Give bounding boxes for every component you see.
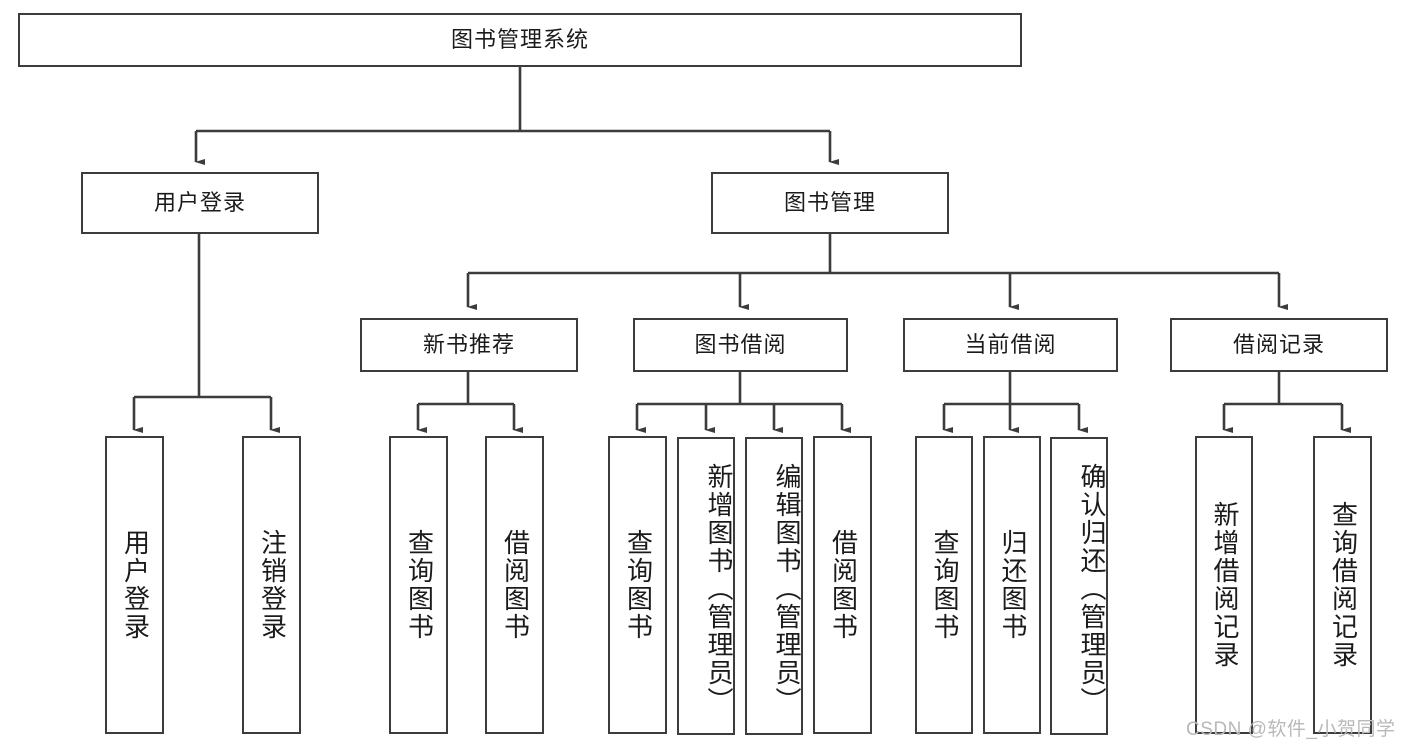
node-book-management[interactable]: 图书管理: [711, 172, 949, 234]
leaf-add-borrow-record[interactable]: 新增借阅记录: [1195, 436, 1253, 734]
leaf-query-book-recommendation[interactable]: 查询图书: [389, 436, 448, 734]
node-label: 查询借阅记录: [1328, 501, 1359, 669]
leaf-borrow-book[interactable]: 借阅图书: [813, 436, 872, 734]
leaf-user-login[interactable]: 用户登录: [105, 436, 164, 734]
leaf-confirm-return-admin[interactable]: 确认归还（管理员）: [1050, 437, 1108, 735]
leaf-query-book-current[interactable]: 查询图书: [915, 436, 973, 734]
leaf-edit-book-admin[interactable]: 编辑图书（管理员）: [745, 437, 803, 735]
node-label: 借阅图书: [500, 529, 531, 641]
node-label: 新书推荐: [422, 331, 515, 357]
node-borrow-record[interactable]: 借阅记录: [1170, 318, 1388, 372]
leaf-query-borrow-record[interactable]: 查询借阅记录: [1313, 436, 1372, 734]
leaf-query-book-borrow[interactable]: 查询图书: [608, 436, 667, 734]
node-label: 新增图书（管理员）: [704, 463, 734, 715]
node-current-borrow[interactable]: 当前借阅: [903, 318, 1118, 372]
node-label: 注销登录: [257, 529, 288, 641]
node-label: 图书管理系统: [450, 26, 589, 52]
node-label: 当前借阅: [964, 331, 1057, 357]
node-user-login[interactable]: 用户登录: [81, 172, 319, 234]
leaf-borrow-book-recommendation[interactable]: 借阅图书: [485, 436, 544, 734]
csdn-watermark: CSDN @软件_小贺同学: [1186, 719, 1396, 740]
node-label: 借阅记录: [1232, 331, 1325, 357]
leaf-add-book-admin[interactable]: 新增图书（管理员）: [677, 437, 735, 735]
node-label: 图书管理: [783, 189, 876, 215]
node-book-borrow[interactable]: 图书借阅: [633, 318, 848, 372]
node-label: 编辑图书（管理员）: [772, 463, 802, 715]
leaf-return-book[interactable]: 归还图书: [983, 436, 1041, 734]
node-label: 用户登录: [153, 189, 246, 215]
node-label: 归还图书: [997, 529, 1028, 641]
node-label: 确认归还（管理员）: [1077, 463, 1107, 715]
node-label: 借阅图书: [828, 529, 859, 641]
node-label: 查询图书: [404, 529, 435, 641]
node-root-book-management-system[interactable]: 图书管理系统: [18, 13, 1022, 67]
node-label: 图书借阅: [694, 331, 787, 357]
node-new-book-recommendation[interactable]: 新书推荐: [360, 318, 578, 372]
node-label: 用户登录: [120, 529, 151, 641]
leaf-logout[interactable]: 注销登录: [242, 436, 301, 734]
node-label: 查询图书: [929, 529, 960, 641]
node-label: 新增借阅记录: [1209, 501, 1240, 669]
node-label: 查询图书: [623, 529, 654, 641]
